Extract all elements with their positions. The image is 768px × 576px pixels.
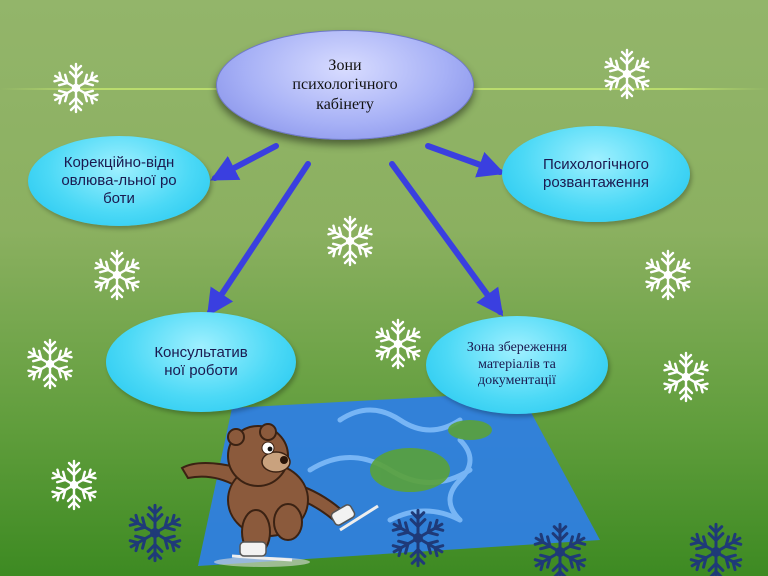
central-node-label: Зони психологічного кабінету (292, 57, 398, 113)
central-node: Зони психологічного кабінету (216, 30, 474, 140)
node-storage-label: Зона збереження матеріалів та документац… (466, 339, 568, 389)
node-storage: Зона збереження матеріалів та документац… (426, 316, 608, 414)
connector-arrows (207, 143, 506, 317)
snowflake-icon (374, 320, 422, 368)
node-consulting: Консультативної роботи (106, 312, 296, 412)
arrow-to-unloading (425, 143, 506, 178)
node-unloading: Психологічного розвантаження (502, 126, 690, 222)
snowflake-icon (50, 461, 98, 509)
node-unloading-label: Психологічного розвантаження (543, 156, 649, 191)
arrow-to-correction (210, 143, 279, 181)
arrow-to-storage (389, 161, 504, 317)
snowflake-icon (689, 524, 744, 576)
snowflake-icon (128, 505, 183, 560)
skating-bear-icon (180, 423, 379, 567)
node-consulting-label: Консультативної роботи (154, 344, 248, 379)
snowflake-icon (26, 340, 74, 388)
arrow-to-consulting (207, 161, 311, 317)
snowflake-icon (93, 251, 141, 299)
node-correction-label: Корекційно-відновлюва-льної роботи (61, 154, 177, 207)
snowflake-icon (326, 217, 374, 265)
snowflake-icon (52, 64, 100, 112)
node-correction: Корекційно-відновлюва-льної роботи (28, 136, 210, 226)
snowflake-icon (644, 251, 692, 299)
snowflake-icon (662, 353, 710, 401)
snowflake-icon (603, 50, 651, 98)
